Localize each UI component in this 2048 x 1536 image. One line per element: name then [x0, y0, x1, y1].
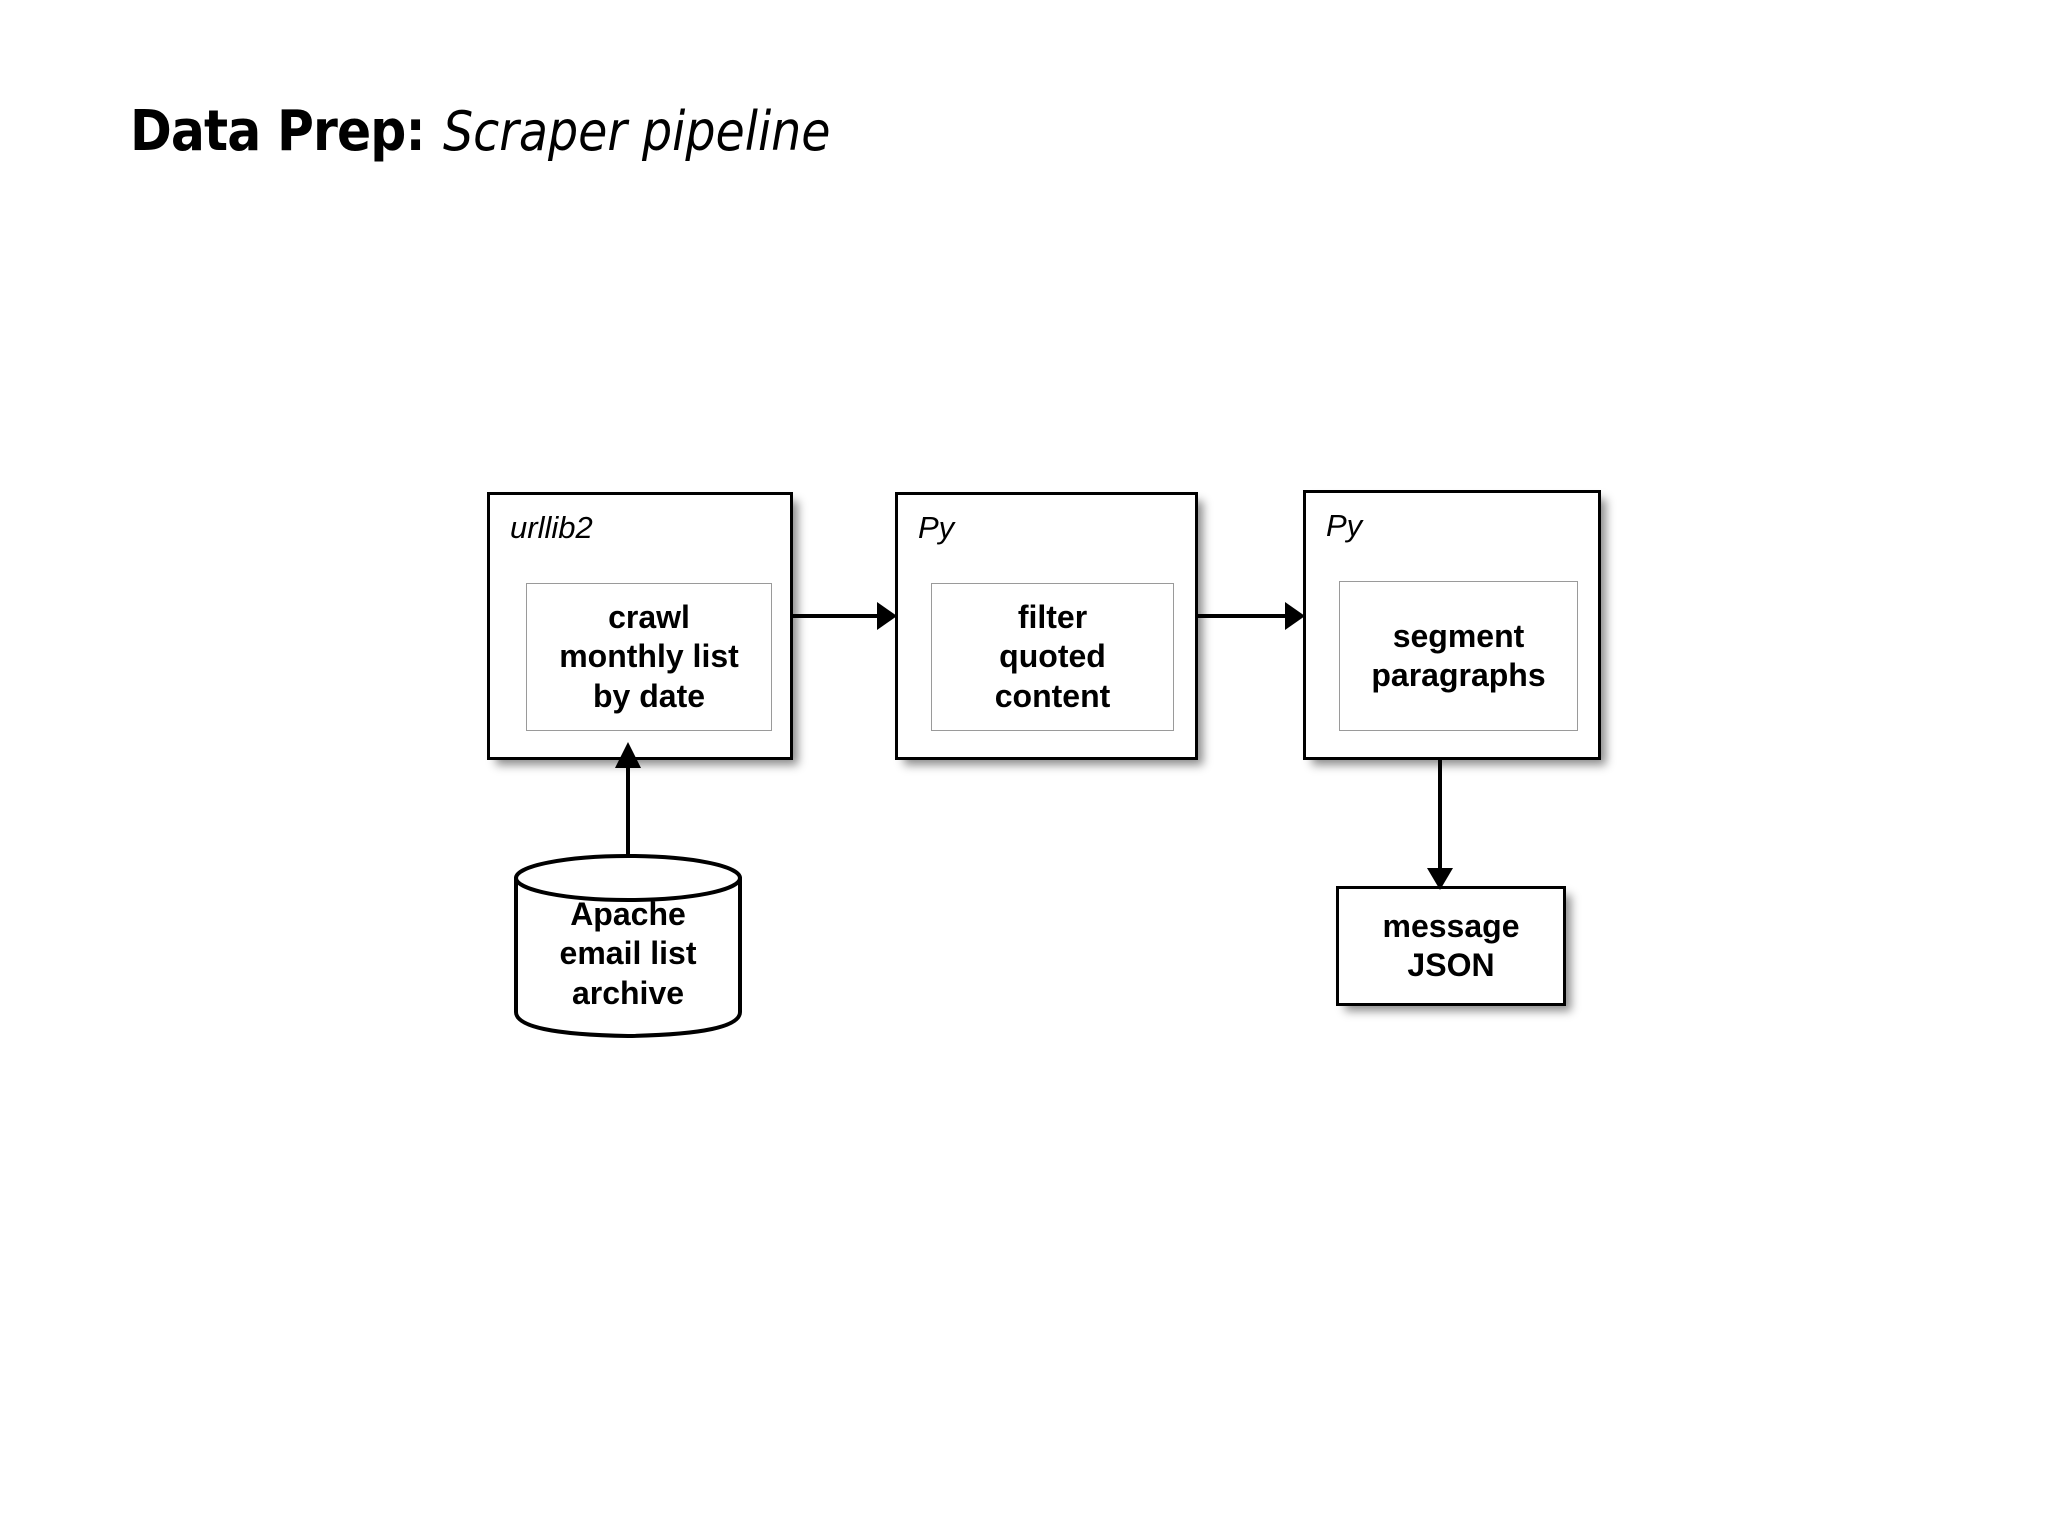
- node-inner-frame-crawl: crawl monthly list by date: [526, 583, 772, 731]
- output-node-json[interactable]: message JSON: [1336, 886, 1566, 1006]
- page-title-main: Data Prep:: [130, 99, 426, 164]
- process-node-segment[interactable]: Py segment paragraphs: [1303, 490, 1601, 760]
- page-title: Data Prep:Scraper pipeline: [130, 104, 884, 160]
- node-label-crawl: crawl monthly list by date: [559, 599, 739, 714]
- datastore-node-archive[interactable]: Apache email list archive: [512, 852, 744, 1040]
- cylinder-icon: [514, 854, 742, 1038]
- process-node-filter[interactable]: Py filter quoted content: [895, 492, 1198, 760]
- node-inner-frame-filter: filter quoted content: [931, 583, 1174, 731]
- node-tech-label-py-segment: Py: [1326, 508, 1363, 543]
- node-label-filter: filter quoted content: [994, 599, 1111, 714]
- node-inner-frame-segment: segment paragraphs: [1339, 581, 1578, 731]
- page-title-subtitle: Scraper pipeline: [443, 100, 831, 163]
- edge-crawl-to-filter: [793, 602, 897, 630]
- node-label-json: message JSON: [1382, 907, 1520, 983]
- edge-archive-to-crawl: [615, 742, 641, 858]
- node-tech-label-urllib2: urllib2: [510, 510, 593, 545]
- edge-segment-to-json: [1427, 758, 1453, 890]
- edge-filter-to-segment: [1198, 602, 1305, 630]
- node-tech-label-py-filter: Py: [918, 510, 955, 545]
- node-label-segment: segment paragraphs: [1371, 617, 1546, 693]
- process-node-crawl[interactable]: urllib2 crawl monthly list by date: [487, 492, 793, 760]
